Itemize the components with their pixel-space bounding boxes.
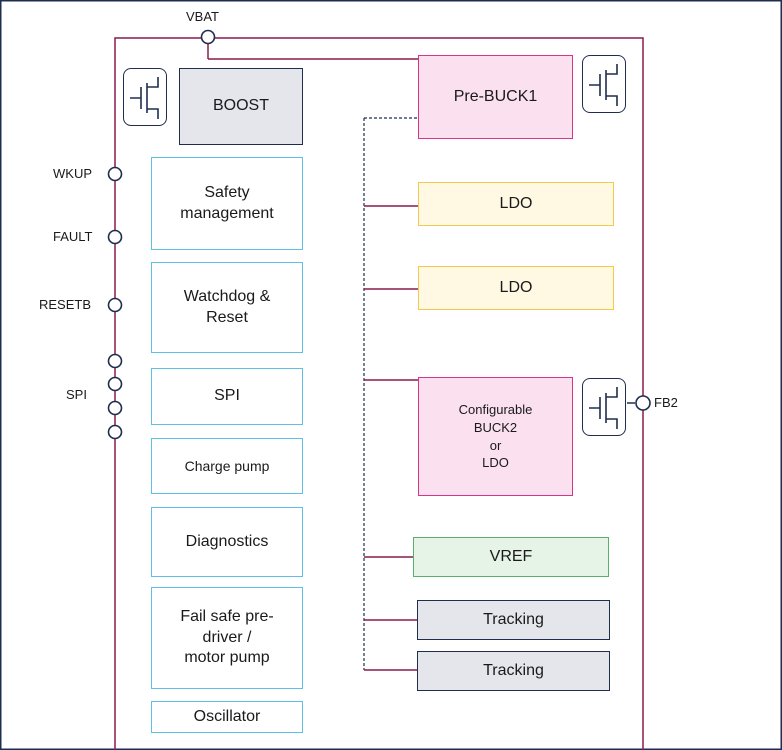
transistor-switch-icon <box>123 68 167 126</box>
spi-pin <box>107 424 123 440</box>
pre-buck1-block: Pre-BUCK1 <box>418 55 573 139</box>
diagnostics-block: Diagnostics <box>151 507 303 577</box>
wkup-label: WKUP <box>53 166 92 181</box>
safety-management-block: Safety management <box>151 157 303 250</box>
boost-block: BOOST <box>179 68 303 145</box>
watchdog-reset-block: Watchdog & Reset <box>151 262 303 353</box>
spi-block: SPI <box>151 368 303 425</box>
spi-pin <box>107 376 123 392</box>
ldo2-block: LDO <box>418 266 614 310</box>
tracking1-block: Tracking <box>417 600 610 640</box>
fault-label: FAULT <box>53 229 93 244</box>
wkup-pin <box>107 166 123 182</box>
fault-pin <box>107 229 123 245</box>
vbat-label: VBAT <box>186 9 219 24</box>
fb2-pin <box>635 395 651 411</box>
resetb-pin <box>107 297 123 313</box>
fb2-label: FB2 <box>654 395 678 410</box>
spi-pin <box>107 400 123 416</box>
ldo1-block: LDO <box>418 182 614 226</box>
oscillator-block: Oscillator <box>151 701 303 733</box>
resetb-label: RESETB <box>39 297 92 312</box>
tracking2-block: Tracking <box>417 651 610 691</box>
spi-label: SPI <box>66 387 87 402</box>
transistor-switch-icon <box>582 378 626 436</box>
charge-pump-block: Charge pump <box>151 438 303 494</box>
vref-block: VREF <box>413 537 609 577</box>
transistor-switch-icon <box>582 55 626 113</box>
chip-outline <box>114 37 644 750</box>
buck2-ldo-block: Configurable BUCK2 or LDO <box>418 377 573 496</box>
vbat-pin <box>200 29 216 45</box>
spi-pin <box>107 353 123 369</box>
fail-safe-block: Fail safe pre- driver / motor pump <box>151 587 303 689</box>
